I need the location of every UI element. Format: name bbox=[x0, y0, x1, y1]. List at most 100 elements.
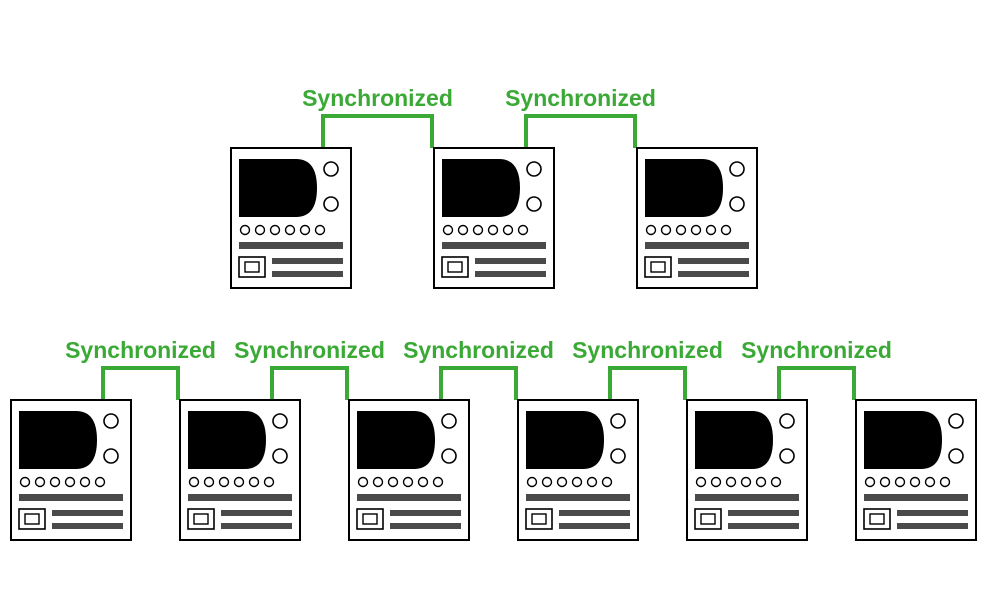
device-button-icon bbox=[284, 224, 296, 236]
info-bar bbox=[475, 271, 546, 277]
info-bar bbox=[52, 510, 123, 516]
port-inner bbox=[362, 513, 378, 525]
info-bar bbox=[678, 271, 749, 277]
instrument-device bbox=[348, 399, 470, 541]
display-screen bbox=[864, 411, 942, 469]
info-bar bbox=[52, 523, 123, 529]
sync-link-line bbox=[101, 366, 180, 400]
port-inner bbox=[193, 513, 209, 525]
info-bar bbox=[221, 523, 292, 529]
knob-icon bbox=[272, 413, 288, 429]
sync-link-line bbox=[777, 366, 856, 400]
device-button-icon bbox=[879, 476, 891, 488]
instrument-device bbox=[10, 399, 132, 541]
device-button-icon bbox=[725, 476, 737, 488]
device-button-icon bbox=[690, 224, 702, 236]
device-button-icon bbox=[541, 476, 553, 488]
device-button-icon bbox=[314, 224, 326, 236]
device-button-icon bbox=[502, 224, 514, 236]
device-button-icon bbox=[472, 224, 484, 236]
device-button-icon bbox=[864, 476, 876, 488]
device-button-icon bbox=[571, 476, 583, 488]
device-button-icon bbox=[487, 224, 499, 236]
info-bar bbox=[475, 258, 546, 264]
device-button-icon bbox=[248, 476, 260, 488]
knob-icon bbox=[779, 413, 795, 429]
knob-icon bbox=[323, 196, 339, 212]
device-button-icon bbox=[402, 476, 414, 488]
device-button-icon bbox=[203, 476, 215, 488]
display-screen bbox=[188, 411, 266, 469]
info-bar bbox=[559, 510, 630, 516]
sync-label: Synchronized bbox=[65, 337, 216, 363]
display-screen bbox=[526, 411, 604, 469]
top-row: Synchronized Synchronized bbox=[230, 85, 758, 289]
device-button-icon bbox=[770, 476, 782, 488]
sync-label: Synchronized bbox=[302, 85, 453, 111]
knob-icon bbox=[103, 448, 119, 464]
display-screen bbox=[19, 411, 97, 469]
device-button-icon bbox=[269, 224, 281, 236]
device-button-icon bbox=[94, 476, 106, 488]
knob-icon bbox=[103, 413, 119, 429]
display-screen bbox=[357, 411, 435, 469]
info-bar bbox=[559, 523, 630, 529]
device-button-icon bbox=[357, 476, 369, 488]
device-button-icon bbox=[601, 476, 613, 488]
device-button-icon bbox=[49, 476, 61, 488]
instrument-device bbox=[686, 399, 808, 541]
device-button-icon bbox=[755, 476, 767, 488]
status-bar bbox=[19, 494, 123, 501]
port-inner bbox=[700, 513, 716, 525]
device-button-icon bbox=[218, 476, 230, 488]
device-button-icon bbox=[263, 476, 275, 488]
device-button-icon bbox=[239, 224, 251, 236]
port-inner bbox=[650, 261, 666, 273]
status-bar bbox=[695, 494, 799, 501]
knob-icon bbox=[729, 196, 745, 212]
knob-icon bbox=[526, 196, 542, 212]
port-inner bbox=[244, 261, 260, 273]
knob-icon bbox=[441, 413, 457, 429]
device-button-icon bbox=[517, 224, 529, 236]
device-button-icon bbox=[660, 224, 672, 236]
display-screen bbox=[442, 159, 520, 217]
port-inner bbox=[24, 513, 40, 525]
sync-label: Synchronized bbox=[505, 85, 656, 111]
device-button-icon bbox=[254, 224, 266, 236]
knob-icon bbox=[779, 448, 795, 464]
status-bar bbox=[526, 494, 630, 501]
display-screen bbox=[239, 159, 317, 217]
device-button-icon bbox=[695, 476, 707, 488]
knob-icon bbox=[526, 161, 542, 177]
sync-link-line bbox=[439, 366, 518, 400]
sync-label: Synchronized bbox=[234, 337, 385, 363]
info-bar bbox=[272, 271, 343, 277]
knob-icon bbox=[729, 161, 745, 177]
device-button-icon bbox=[19, 476, 31, 488]
device-button-icon bbox=[705, 224, 717, 236]
info-bar bbox=[221, 510, 292, 516]
info-bar bbox=[897, 510, 968, 516]
device-button-icon bbox=[64, 476, 76, 488]
instrument-device bbox=[179, 399, 301, 541]
sync-link-line bbox=[270, 366, 349, 400]
instrument-device bbox=[636, 147, 758, 289]
device-button-icon bbox=[372, 476, 384, 488]
display-screen bbox=[645, 159, 723, 217]
status-bar bbox=[239, 242, 343, 249]
device-button-icon bbox=[432, 476, 444, 488]
device-button-icon bbox=[710, 476, 722, 488]
device-button-icon bbox=[909, 476, 921, 488]
info-bar bbox=[728, 510, 799, 516]
device-button-icon bbox=[34, 476, 46, 488]
info-bar bbox=[390, 523, 461, 529]
info-bar bbox=[728, 523, 799, 529]
device-button-icon bbox=[79, 476, 91, 488]
device-button-icon bbox=[586, 476, 598, 488]
knob-icon bbox=[948, 413, 964, 429]
display-screen bbox=[695, 411, 773, 469]
knob-icon bbox=[323, 161, 339, 177]
